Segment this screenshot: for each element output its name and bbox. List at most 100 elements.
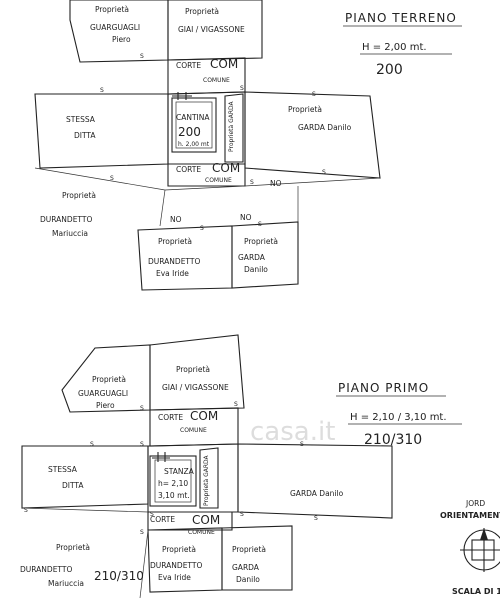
cellar-inner-ground [175, 101, 213, 149]
ff-room-line2: 3,10 mt. [158, 491, 190, 500]
parcel-bottom-right-ground [231, 221, 299, 289]
boundary-line-first-2 [139, 529, 149, 599]
gf-s-4: S [312, 91, 316, 98]
watermark-text: casa.it [250, 417, 335, 447]
ff-side-label: Proprietà GARDA [203, 454, 210, 506]
parcel-right-first [237, 443, 393, 519]
gf-court-bot-label: CORTE [176, 165, 201, 174]
gf-no-3: NO [240, 213, 252, 222]
ff-s-6: S [24, 507, 28, 514]
gf-br-owner: GARDA [238, 253, 266, 262]
gf-room-name: CANTINA [176, 113, 210, 122]
ff-tr-owner: GIAI / VIGASSONE [162, 383, 229, 392]
gf-left-label: STESSA [66, 115, 96, 124]
gf-room-code: 200 [178, 125, 201, 139]
gf-bl-first: Eva Iride [156, 269, 189, 278]
gf-no-1: NO [270, 179, 282, 188]
gf-left-owner: DITTA [74, 131, 96, 140]
ff-court-bot-label: CORTE [150, 515, 175, 524]
gf-bl-label: Proprietà [158, 237, 192, 246]
ff-br-label: Proprietà [232, 545, 266, 554]
gf-s-5: S [110, 175, 114, 182]
ff-br-first: Danilo [236, 575, 260, 584]
ff-left-owner: DITTA [62, 481, 84, 490]
first-floor-plan [21, 334, 393, 599]
gf-tr-label: Proprietà [185, 7, 219, 16]
ff-tl-owner: GUARGUAGLI [78, 389, 128, 398]
stair-mark-ground [172, 92, 192, 100]
ff-right-owner: GARDA Danilo [290, 489, 344, 498]
ff-s-9: S [314, 515, 318, 522]
ff-s-5: S [140, 441, 144, 448]
gf-height: H = 2,00 mt. [362, 42, 427, 53]
parcel-bottom-right-first [221, 525, 293, 591]
ff-court-top-label: CORTE [158, 413, 183, 422]
ff-court-bot-sub: COMUNE [188, 529, 215, 536]
gf-tl-first: Piero [112, 35, 131, 44]
gf-room-note: h. 2,00 mt [178, 141, 210, 148]
cellar-room-ground [171, 97, 217, 153]
ff-room-name: STANZA [164, 467, 195, 476]
gf-outer-first: Mariuccia [52, 229, 88, 238]
ff-title: PIANO PRIMO [338, 381, 429, 395]
ff-left-label: STESSA [48, 465, 78, 474]
gf-s-2: S [140, 53, 144, 60]
ff-court-top-sub: COMUNE [180, 427, 207, 434]
gf-no-2: NO [170, 215, 182, 224]
parcel-top-right-first [149, 334, 245, 411]
gf-tl-label: Proprietà [95, 5, 129, 14]
ff-s-8: S [240, 511, 244, 518]
room-first [149, 455, 197, 507]
ff-s-2: S [140, 405, 144, 412]
gf-s-8: S [200, 225, 204, 232]
parcel-left-first [21, 445, 149, 509]
ff-bl-first: Eva Iride [158, 573, 191, 582]
stair-mark-first [152, 452, 170, 462]
ff-s-1: S [90, 441, 94, 448]
orientation-code: JORD [465, 499, 485, 508]
gf-br-label: Proprietà [244, 237, 278, 246]
parcel-top-left-ground [69, 0, 169, 63]
gf-s-1: S [100, 87, 104, 94]
gf-s-7: S [322, 169, 326, 176]
ff-s-7: S [150, 511, 154, 518]
wall-strip-first [199, 447, 219, 509]
orientation-title: ORIENTAMENTO [440, 511, 500, 520]
ff-room-line1: h= 2,10 [158, 479, 188, 488]
scale-label: SCALA DI 1: [452, 587, 500, 596]
ff-outer-label: Proprietà [56, 543, 90, 552]
ff-outer-owner: DURANDETTO [20, 565, 72, 574]
gf-tl-owner: GUARGUAGLI [90, 23, 140, 32]
gf-tr-owner: GIAI / VIGASSONE [178, 25, 245, 34]
gf-bl-owner: DURANDETTO [148, 257, 200, 266]
ff-outer-first: Mariuccia [48, 579, 84, 588]
ff-court-top-suffix: COM [190, 409, 218, 423]
ff-s-4: S [300, 441, 304, 448]
boundary-line-ground [34, 167, 381, 191]
ff-bl-owner: DURANDETTO [150, 561, 202, 570]
gf-court-top-label: CORTE [176, 61, 201, 70]
gf-s-9: S [258, 221, 262, 228]
ground-floor-plan [34, 0, 381, 291]
boundary-line-first [21, 507, 149, 513]
gf-outer-label: Proprietà [62, 191, 96, 200]
gf-side-label: Proprietà GARDA [228, 100, 235, 152]
gf-right-label: Proprietà [288, 105, 322, 114]
boundary-line-ground-2 [159, 189, 166, 227]
gf-s-6: S [250, 179, 254, 186]
ff-height: H = 2,10 / 3,10 mt. [350, 412, 447, 423]
gf-s-3: S [240, 85, 244, 92]
ff-tl-label: Proprietà [92, 375, 126, 384]
gf-title: PIANO TERRENO [345, 11, 457, 25]
ff-s-3: S [234, 401, 238, 408]
ff-bl-label: Proprietà [162, 545, 196, 554]
gf-outer-owner: DURANDETTO [40, 215, 92, 224]
ff-extra-code: 210/310 [94, 569, 144, 583]
ff-s-10: S [140, 529, 144, 536]
gf-court-top-sub: COMUNE [203, 77, 230, 84]
court-bottom-first [147, 511, 233, 531]
ff-height-code: 210/310 [364, 432, 422, 448]
ff-court-bot-suffix: COM [192, 513, 220, 527]
parcel-left-ground [34, 93, 169, 169]
